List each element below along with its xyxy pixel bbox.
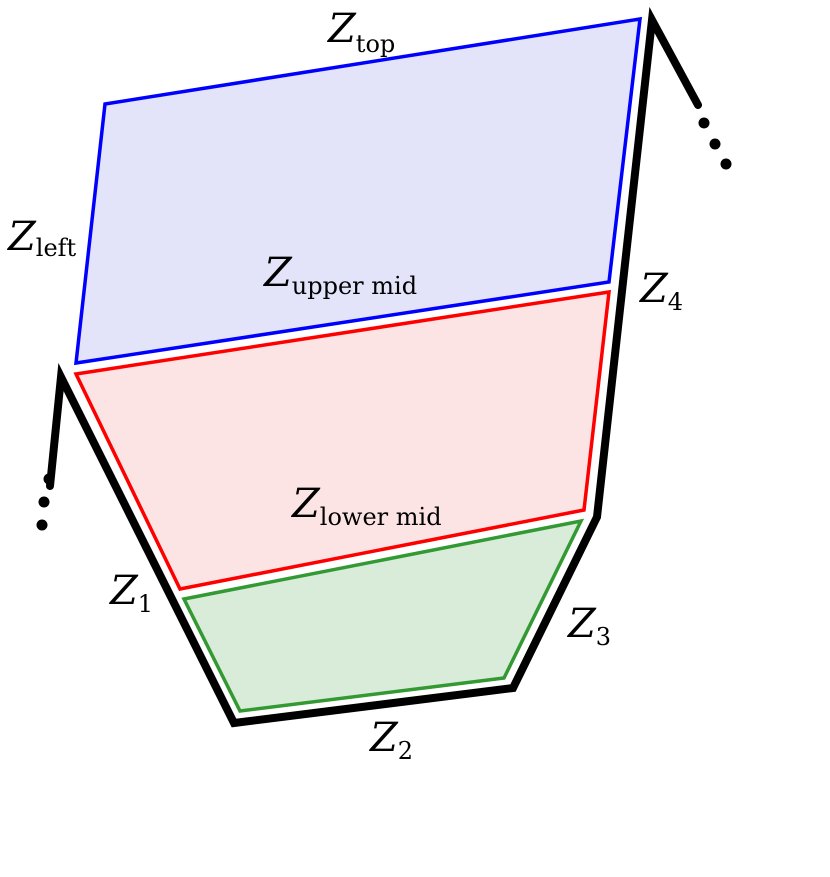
ellipsis-dot — [36, 519, 48, 531]
left-ellipsis-icon — [36, 473, 55, 531]
ellipsis-dot — [709, 138, 721, 150]
label-z-lower-mid: Zlower mid — [290, 481, 442, 531]
label-z-upper-mid: Zupper mid — [262, 250, 417, 300]
label-z-3: Z3 — [566, 601, 611, 651]
label-z-left: Zleft — [6, 214, 77, 262]
ellipsis-dot — [43, 473, 55, 485]
middle-region — [73, 289, 611, 591]
boundary-path — [46, 6, 702, 728]
label-z-2: Z2 — [368, 715, 413, 765]
label-z-top: Ztop — [326, 6, 395, 58]
ellipsis-dot — [38, 496, 50, 508]
right-ellipsis-icon — [698, 117, 732, 170]
upper-region — [74, 16, 643, 366]
ellipsis-dot — [720, 158, 732, 170]
lower-region — [181, 518, 585, 713]
label-z-1: Z1 — [108, 568, 153, 618]
label-z-4: Z4 — [638, 266, 683, 316]
ellipsis-dot — [698, 117, 710, 129]
